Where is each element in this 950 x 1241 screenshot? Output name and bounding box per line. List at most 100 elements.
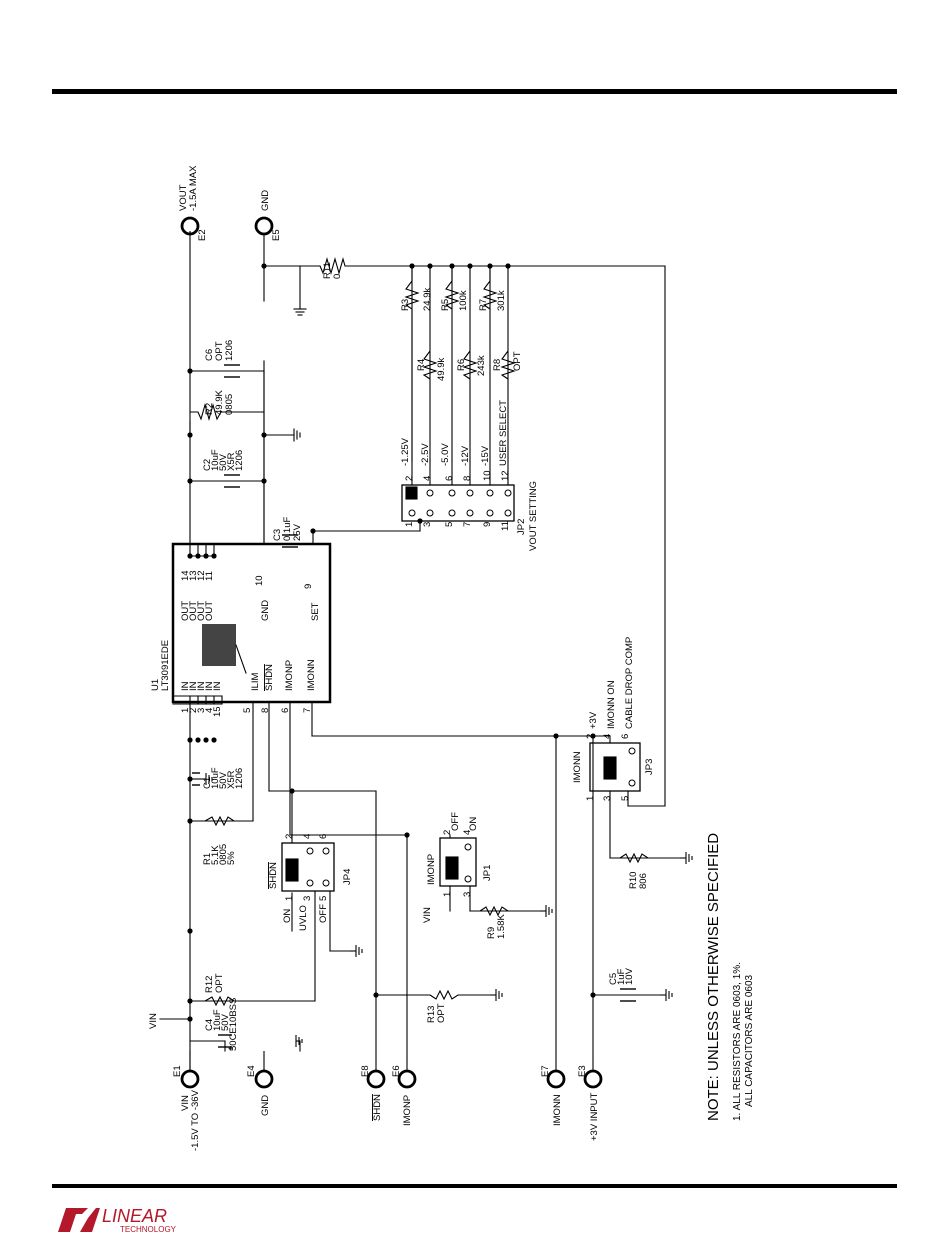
r11-val: 0 <box>332 274 343 279</box>
jp1-on: ON <box>468 817 479 831</box>
r13-resistor <box>429 989 490 1001</box>
pin-5-name: ILIM <box>250 672 261 691</box>
notes-title: NOTE: UNLESS OTHERWISE SPECIFIED <box>705 833 722 1121</box>
c2-v4: 1206 <box>234 450 245 471</box>
r10-ref: R10 <box>628 872 639 889</box>
r13-v1: OPT <box>436 1003 447 1023</box>
jp2-pin-5: 5 <box>444 522 455 527</box>
c1-ref: C1 <box>202 777 213 789</box>
r1-resistor <box>204 815 235 827</box>
r10-resistor <box>619 852 680 864</box>
c1-v1: 10uF <box>210 767 221 789</box>
pin-9-num: 9 <box>303 584 314 589</box>
r9-resistor <box>479 905 540 917</box>
header-pins <box>306 489 636 887</box>
jp4-ref: JP4 <box>342 869 353 885</box>
pin-10-name: GND <box>260 600 271 621</box>
r13-ref: R13 <box>426 1006 437 1023</box>
e8-ref: E8 <box>360 1065 371 1077</box>
r1-v1: 5.1K <box>210 845 221 865</box>
pin-6-name: IMONP <box>284 660 295 691</box>
r1-v2: 0805 <box>218 844 229 865</box>
c5-ref: C5 <box>608 973 619 985</box>
jp4-pin-2: 2 <box>284 834 295 839</box>
jp2-ref: JP2 <box>516 519 527 535</box>
jp4-uvlo: UVLO <box>298 905 309 931</box>
r6-resistor <box>462 350 478 380</box>
r1-ref: R1 <box>202 853 213 865</box>
e4-label: GND <box>260 1095 271 1116</box>
jp1-jumper <box>445 856 459 880</box>
ic-exposed-pad <box>202 624 236 666</box>
pin-15-name: IN <box>212 681 223 691</box>
jp3-name: IMONN <box>572 751 583 783</box>
r4-ref: R4 <box>416 359 427 371</box>
bottom-rule <box>52 1184 897 1188</box>
jp4-pin-4: 4 <box>302 834 313 839</box>
jp3-pin-2: 2 <box>585 734 596 739</box>
c2-v3: X5R <box>226 452 237 471</box>
e6-label: IMONP <box>402 1095 413 1126</box>
capacitors <box>192 364 636 1048</box>
r9-v1: 1.58K <box>496 914 507 939</box>
c3-v1: 0.1uF <box>282 517 293 541</box>
pin-11-name: OUT <box>204 601 215 621</box>
ic-u1-body <box>171 542 332 704</box>
jp1-off: OFF <box>450 812 461 831</box>
c3-ref: C3 <box>272 529 283 541</box>
ic-part: LT3091EDE <box>160 640 171 691</box>
jp2-jumper <box>405 486 418 500</box>
r3-ref: R3 <box>400 299 411 311</box>
e1-label1: VIN <box>180 1095 191 1111</box>
r4-val: 49.9k <box>436 358 447 381</box>
r7-resistor <box>482 266 498 310</box>
jp2-pin-3: 3 <box>422 522 433 527</box>
jp3-ref: JP3 <box>644 759 655 775</box>
c4-plus: + <box>226 1045 237 1051</box>
pin-14-num: 14 <box>180 570 191 581</box>
e8-label: SHDN <box>372 1094 383 1121</box>
jp4-off: OFF <box>318 904 329 923</box>
note-2: ALL CAPACITORS ARE 0603 <box>744 974 755 1107</box>
pin-8-name: SHDN <box>264 664 275 691</box>
jp4-name: SHDN <box>268 862 279 889</box>
c6-v1: OPT <box>214 341 225 361</box>
pin-11-num: 11 <box>204 571 215 581</box>
pin-9-name: SET <box>310 602 321 621</box>
e1-ref: E1 <box>172 1065 183 1077</box>
pin-13-name: OUT <box>188 601 199 621</box>
r5-ref: R5 <box>440 299 451 311</box>
pin-5-num: 5 <box>242 708 253 713</box>
r2-v1: 49.9K <box>214 390 225 415</box>
r3-val: 24.9k <box>422 288 433 311</box>
c6-v2: 1206 <box>224 340 235 361</box>
r7-ref: R7 <box>478 299 489 311</box>
jp2-pin-1: 1 <box>404 522 415 527</box>
c5-v1: 1uF <box>616 968 627 985</box>
jp3-pin-3: 3 <box>602 796 613 801</box>
c6-ref: C6 <box>204 349 215 361</box>
c2-v2: 50V <box>218 453 229 471</box>
note-1: 1. ALL RESISTORS ARE 0603, 1%. <box>732 962 743 1121</box>
jp2-pin-7: 7 <box>462 522 473 527</box>
ground-symbols <box>200 773 693 1047</box>
r11-resistor <box>319 256 346 276</box>
jp2-pin-8: 8 <box>462 476 473 481</box>
r4-resistor <box>422 350 438 380</box>
pin-8-num: 8 <box>260 708 271 713</box>
c4-v3: 50CE10BSS <box>228 998 239 1051</box>
r3-resistor <box>404 266 420 461</box>
jp2-header <box>401 484 515 522</box>
c4-v1: 10uF <box>212 1009 223 1031</box>
e3-label: +3V INPUT <box>589 1092 600 1141</box>
jp4-on: ON <box>282 909 293 923</box>
r9-ref: R9 <box>486 927 497 939</box>
pin-6-num: 6 <box>280 708 291 713</box>
c1-v2: 50V <box>218 771 229 789</box>
jp2-pin-4: 4 <box>422 476 433 481</box>
vin-label: VIN <box>148 1013 159 1029</box>
c1-v4: 1206 <box>234 768 245 789</box>
lt-logo-mark <box>58 1208 100 1232</box>
c5-v2: 10V <box>624 967 635 985</box>
pin-7-name: IMONN <box>306 659 317 691</box>
